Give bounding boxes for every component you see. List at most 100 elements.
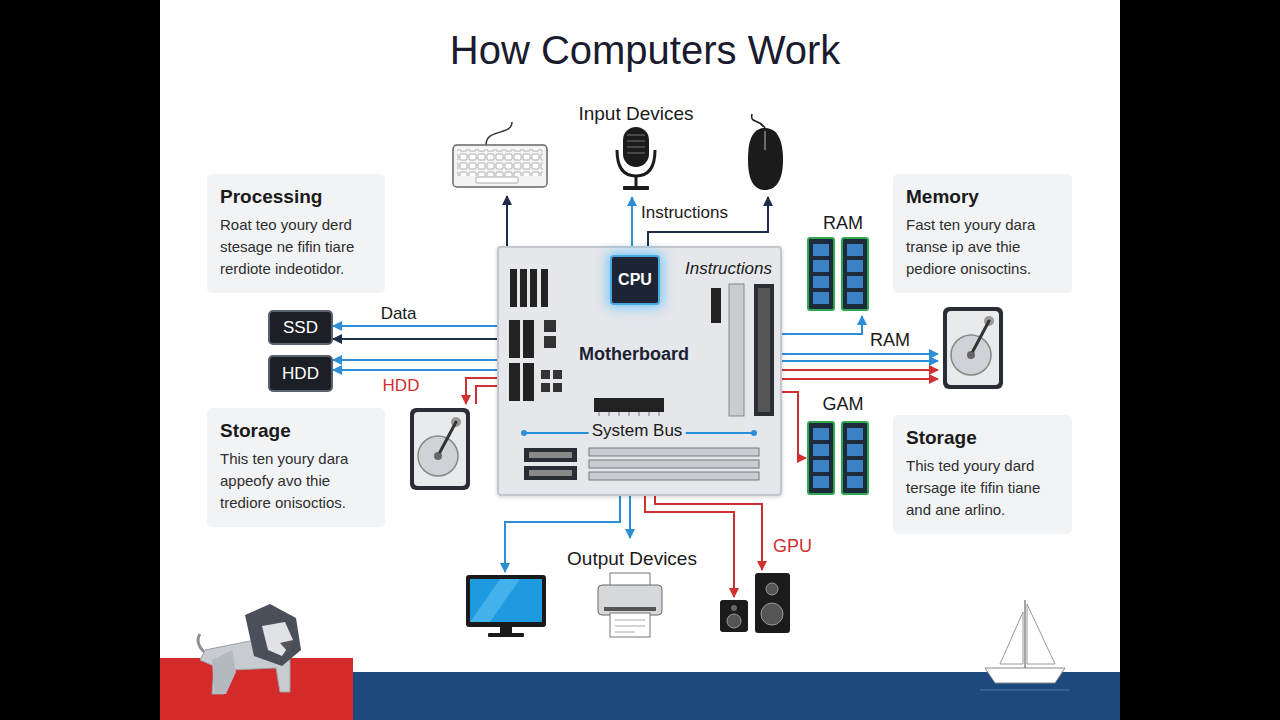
node-body: This ted youry dard tersage ite fifin ti… [906,455,1062,520]
sailboat-figure [985,668,1065,683]
board-parts [541,383,550,392]
hard-drive-icon [943,307,1003,389]
drive-box: SSD [268,310,333,345]
speaker-icon [761,603,783,625]
board-parts [524,448,577,462]
board-parts [553,383,562,392]
part-label: System Bus [589,421,686,441]
part-label: RAM [867,330,913,351]
diagram-title: How Computers Work [0,28,1280,73]
sailboat-figure [980,600,1070,690]
board-parts [758,288,770,412]
microphone-icon [617,150,655,176]
info-panel: ProcessingRoat teo youry derd stesage ne… [207,174,385,293]
keyboard-icon [486,122,512,145]
monitor-icon [466,575,546,627]
bus-wires [645,496,734,597]
part-label: Output Devices [564,548,700,570]
bus-wires [466,378,497,404]
bus-wires [782,353,938,355]
keyboard-icon [453,145,547,187]
page-ground [160,0,1120,720]
board-parts [524,466,577,480]
printer-icon [610,613,650,637]
speaker-icon [720,573,790,633]
board-parts [529,470,572,476]
ram-module [808,238,868,310]
part-label: GPU [770,536,815,557]
board-parts [544,336,556,348]
board-parts [521,430,527,436]
microphone-icon [627,135,645,153]
part-label: Instructions [682,259,775,279]
board-parts [520,269,527,307]
board-parts [541,370,550,379]
motherboard-board: MotherboardCPU [497,246,782,496]
part-label: HDD [380,376,423,396]
part-label: GAM [819,394,866,415]
monitor-icon [500,627,512,633]
microphone-icon [635,176,638,186]
sailboat-figure [1024,600,1026,668]
printer-icon [615,620,645,632]
node-heading: Storage [906,427,1062,449]
bus-wires [782,378,938,380]
input-arrows [506,196,508,246]
lion-figure [245,604,301,666]
data-connector [333,359,497,361]
microphone-icon [617,127,655,190]
drive-box: HDD [268,355,333,392]
hard-drive-icon [410,408,470,490]
node-heading: HDD [282,364,319,384]
bus-wires [476,386,497,404]
sailboat-figure [980,689,1070,691]
board-parts [594,398,664,412]
monitor-icon [470,579,520,622]
board-parts [711,288,721,323]
part-label: RAM [820,213,866,234]
bus-wires [782,392,806,458]
microphone-icon [623,127,649,167]
speaker-icon [727,614,741,628]
monitor-icon [470,579,542,622]
lion-figure [198,604,301,694]
ram-module [808,422,868,494]
speaker-icon [731,605,737,611]
node-heading: Memory [906,186,1062,208]
data-connector [333,369,497,371]
info-panel: StorageThis ted youry dard tersage ite f… [893,415,1072,534]
board-parts [553,370,562,379]
board-parts [751,430,757,436]
monitor-icon [488,633,524,637]
node-body: This ten youry dara appeofy avo thie tre… [220,448,375,513]
node-body: Fast ten youry dara transe ip ave thie p… [906,214,1062,279]
bus-wires [782,369,938,371]
mouse-icon [752,114,765,128]
mouse-icon [764,131,766,150]
board-parts [523,320,534,358]
board-parts [510,269,517,307]
keyboard-icon [457,149,543,176]
node-body: Roat teo youry derd stesage ne fifin tia… [220,214,375,279]
printer-icon [598,585,662,615]
sailboat-figure [1000,612,1023,664]
data-connector [333,325,497,327]
connector-label: Data [378,304,420,324]
part-label: Instructions [638,203,731,223]
cpu-chip: CPU [610,255,660,305]
part-label: Input Devices [575,103,696,125]
lion-figure [262,622,293,656]
node-heading: SSD [283,318,318,338]
speaker-icon [720,600,748,632]
board-parts [509,363,520,401]
bus-wires [782,360,938,362]
ram-module [808,238,868,494]
board-parts [729,284,744,416]
board-parts [589,448,759,456]
board-parts [589,460,759,468]
mouse-icon [748,128,783,190]
node-heading: CPU [618,271,652,289]
